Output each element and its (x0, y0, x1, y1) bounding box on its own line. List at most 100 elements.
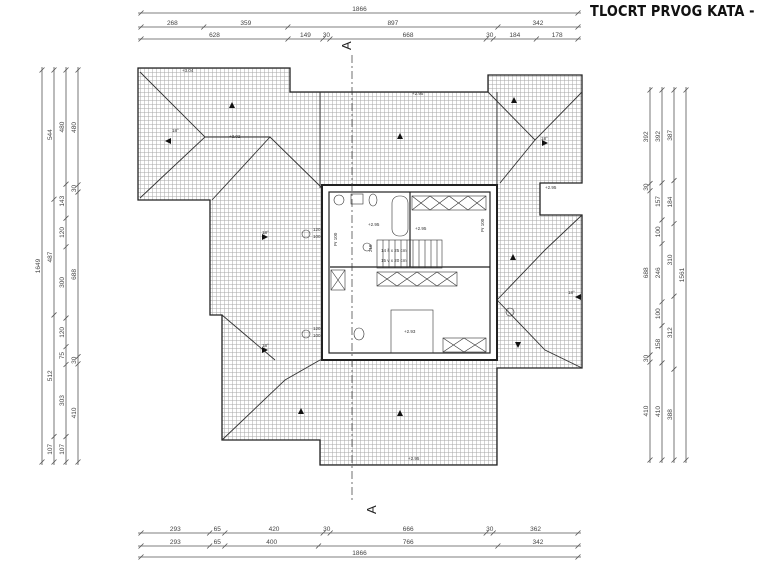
dimension-tick (138, 554, 144, 560)
dimension-tick (39, 459, 45, 465)
dimension-tick (222, 530, 228, 536)
dimension-tick (671, 87, 677, 93)
dimension-tick (490, 530, 497, 536)
dimension-tick (533, 36, 540, 42)
dimension-value: 666 (403, 526, 414, 533)
dimension-value: 293 (170, 526, 181, 533)
dimension-value: 1649 (35, 258, 42, 273)
dimension-tick (63, 215, 69, 221)
door-label: Pr 100 (333, 232, 338, 246)
roof-annotations: +3.04 +3.02 +2.95 +2.95 +2.95 18° 18° 18… (165, 68, 581, 461)
dimension-tick (75, 459, 81, 465)
dimension-tick (671, 220, 677, 227)
sink (350, 193, 364, 205)
dimension-value: 480 (59, 121, 66, 132)
dimension-value: 30 (643, 183, 650, 191)
wardrobes (330, 195, 487, 353)
dimension-tick (647, 187, 653, 194)
dimension-tick (39, 67, 45, 73)
dimension-value: 480 (71, 122, 78, 133)
slope-label: 18° (568, 290, 575, 295)
window-width: 120 (313, 227, 321, 232)
dimension-tick (671, 177, 677, 184)
dimension-value: 107 (47, 443, 54, 454)
dimension-tick (138, 530, 144, 536)
dimension-tick (75, 67, 81, 73)
dimension-tick (63, 459, 69, 465)
dimension-tick (495, 543, 501, 549)
dimension-tick (63, 315, 69, 321)
dimension-tick (671, 366, 677, 372)
dimension-value: 184 (667, 196, 674, 207)
dimension-value: 30 (71, 184, 78, 192)
dimension-value: 628 (209, 32, 220, 39)
staircase (376, 239, 443, 269)
dimension-value: 30 (71, 356, 78, 364)
dimension-tick (51, 67, 57, 73)
dimension-value: 143 (59, 195, 66, 206)
dimension-value: 120 (59, 227, 66, 238)
dimension-tick (659, 299, 665, 305)
window-height: 100 (313, 234, 321, 239)
dimension-tick (138, 24, 144, 30)
dimension-tick (75, 189, 81, 195)
dimension-value: 312 (667, 327, 674, 338)
dimension-tick (647, 457, 653, 463)
slope-label: 18° (172, 128, 179, 133)
dimension-value: 100 (655, 308, 662, 319)
bathtub (391, 195, 409, 237)
dimension-tick (659, 457, 665, 463)
dimension-value: 342 (533, 20, 544, 27)
dimension-tick (320, 36, 326, 42)
dimension-tick (75, 182, 81, 188)
drawing-title: TLOCRT PRVOG KATA - NOV (590, 2, 758, 20)
dimension-tick (647, 352, 653, 358)
dimension-tick (63, 433, 69, 440)
dimension-value: 75 (59, 352, 66, 360)
toilet (368, 193, 378, 207)
dimension-tick (490, 36, 497, 42)
dimension-value: 30 (643, 355, 650, 363)
dimension-value: 487 (47, 251, 54, 262)
dimension-value: 30 (323, 526, 331, 533)
dimension-tick (75, 353, 81, 360)
section-mark-bottom: A (364, 505, 379, 514)
dimension-value: 668 (403, 32, 414, 39)
dimension-value: 688 (643, 267, 650, 278)
toilet-2 (353, 327, 365, 341)
dimension-value: 120 (59, 327, 66, 338)
window-width: 120 (313, 326, 321, 331)
dimension-tick (51, 312, 57, 318)
dimension-value: 1866 (352, 6, 367, 13)
dimension-value: 30 (486, 32, 494, 39)
level-mark: +3.04 (182, 68, 194, 73)
dimension-value: 342 (533, 539, 544, 546)
dimension-tick (63, 181, 69, 187)
section-mark-top: A (339, 41, 354, 50)
dimension-tick (483, 36, 490, 42)
dimension-value: 178 (552, 32, 563, 39)
dimension-value: 310 (667, 254, 674, 265)
level-mark: +2.95 (545, 185, 557, 190)
dimension-value: 400 (266, 539, 277, 546)
door-height: 210 (368, 244, 373, 252)
dimension-tick (285, 36, 291, 42)
dimension-value: 362 (530, 526, 541, 533)
level-mark: +2.93 (404, 329, 416, 334)
dimension-tick (327, 530, 334, 536)
dimension-value: 544 (47, 129, 54, 140)
dimension-tick (63, 343, 69, 350)
dimension-tick (63, 243, 69, 250)
dimension-value: 512 (47, 370, 54, 381)
dimension-tick (659, 322, 665, 329)
dimension-value: 65 (214, 526, 222, 533)
slope-label: 18° (262, 343, 269, 348)
dimension-tick (647, 180, 653, 187)
dimension-value: 688 (71, 269, 78, 280)
dimension-tick (138, 10, 144, 16)
dimension-tick (200, 24, 207, 30)
slope-label: 18° (262, 230, 269, 235)
dimension-value: 1561 (679, 267, 686, 282)
dimension-tick (659, 180, 665, 186)
